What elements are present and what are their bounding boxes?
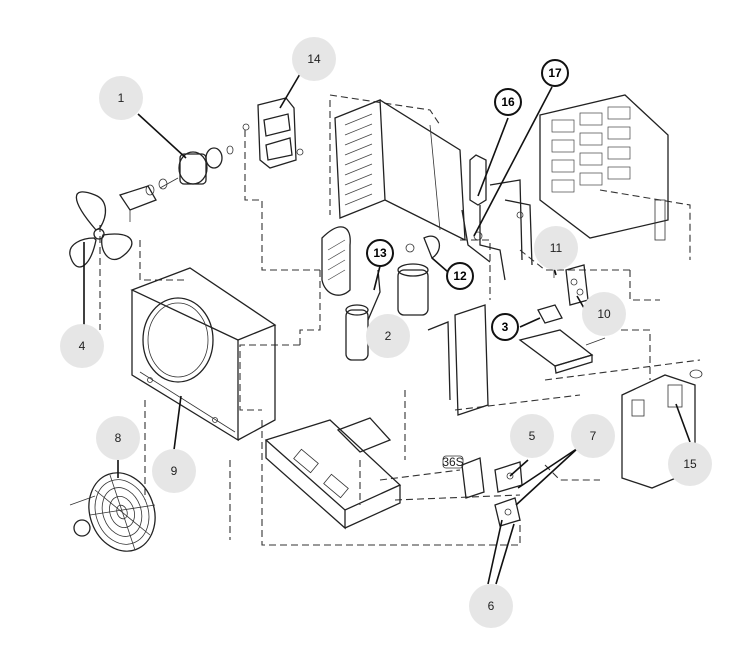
control-board-part: [518, 304, 606, 374]
callout-7: 7: [571, 414, 615, 458]
front-panel-part: [130, 267, 277, 442]
compressor-insulation-part: [321, 226, 351, 296]
svg-text:14: 14: [307, 52, 321, 66]
callout-15: 15: [668, 442, 712, 486]
base-pan-part: [264, 419, 402, 530]
callout-17: 17: [541, 59, 569, 87]
svg-text:1: 1: [118, 91, 125, 105]
fan-guard-part: [69, 472, 156, 552]
coil-fins: [344, 113, 373, 206]
svg-text:13: 13: [373, 246, 387, 260]
side-panel-part: [539, 94, 669, 241]
svg-text:3: 3: [502, 320, 509, 334]
svg-text:10: 10: [597, 307, 611, 321]
callout-14: 14: [292, 37, 336, 81]
callout-5: 5: [510, 414, 554, 458]
callout-9: 9: [152, 449, 196, 493]
svg-text:12: 12: [453, 269, 467, 283]
callout-4: 4: [60, 324, 104, 368]
callout-6: 6: [469, 584, 513, 628]
callout-12: 12: [446, 262, 474, 290]
piping-valve-assembly: [461, 154, 533, 281]
side-panel-louvers: [551, 106, 631, 193]
svg-text:17: 17: [548, 66, 562, 80]
svg-text:8: 8: [115, 431, 122, 445]
callout-2: 2: [366, 314, 410, 358]
svg-text:11: 11: [550, 241, 563, 255]
leader-lines: [83, 73, 691, 585]
svg-text:5: 5: [529, 429, 536, 443]
motor-clamp-part: [118, 185, 157, 222]
callout-10: 10: [582, 292, 626, 336]
svg-text:6: 6: [488, 599, 495, 613]
svg-text:2: 2: [385, 329, 392, 343]
callout-1: 1: [99, 76, 143, 120]
fan-motor-bracket-part: [242, 97, 304, 169]
callout-8: 8: [96, 416, 140, 460]
callout-3: 3: [491, 313, 519, 341]
svg-text:4: 4: [79, 339, 86, 353]
compressor-base-part: [336, 417, 392, 453]
assembly-guide-lines: [99, 94, 701, 546]
bracket-fastener-assembly: [442, 455, 523, 527]
svg-text:16: 16: [501, 95, 515, 109]
condenser-coil-part: [334, 99, 466, 241]
fastener-tag: 36S: [442, 455, 463, 469]
fan-motor-part: [145, 145, 234, 196]
svg-text:15: 15: [683, 457, 697, 471]
propeller-fan-part: [69, 191, 133, 268]
callout-11: 11: [534, 226, 578, 270]
callout-16: 16: [494, 88, 522, 116]
svg-text:36S: 36S: [442, 455, 463, 469]
partition-plate-part: [427, 304, 489, 416]
svg-text:7: 7: [590, 429, 597, 443]
svg-text:9: 9: [171, 464, 178, 478]
callout-13: 13: [366, 239, 394, 267]
